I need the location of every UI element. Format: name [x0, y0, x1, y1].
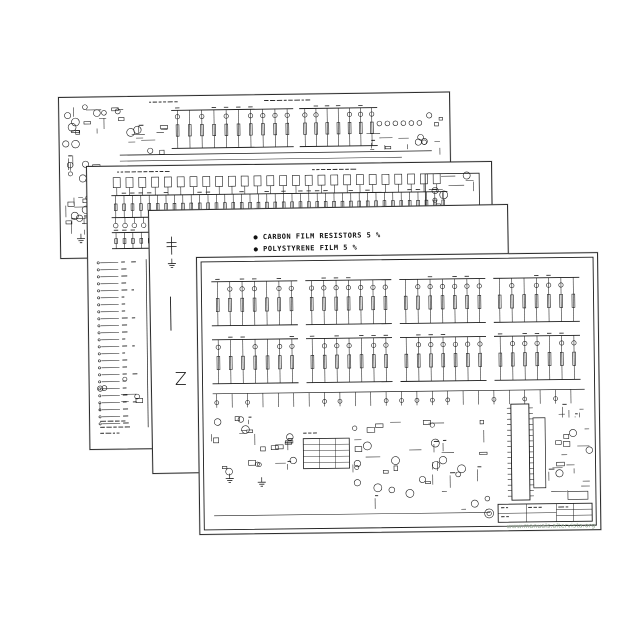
resistor-note-line-2: ● POLYSTYRENE FILM 5 % [253, 243, 358, 254]
schematic-page-1 [58, 91, 453, 259]
schematic-page-4: www.manuals.altervista.org [196, 252, 602, 535]
watermark-text: www.manuals.altervista.org [506, 522, 596, 531]
schematic-art-page-4 [200, 256, 597, 531]
schematic-art-page-1 [62, 99, 443, 244]
schematic-art-page-3 [166, 236, 187, 386]
schematic-page-3: ● CARBON FILM RESISTORS 5 % ● POLYSTYREN… [148, 204, 513, 474]
